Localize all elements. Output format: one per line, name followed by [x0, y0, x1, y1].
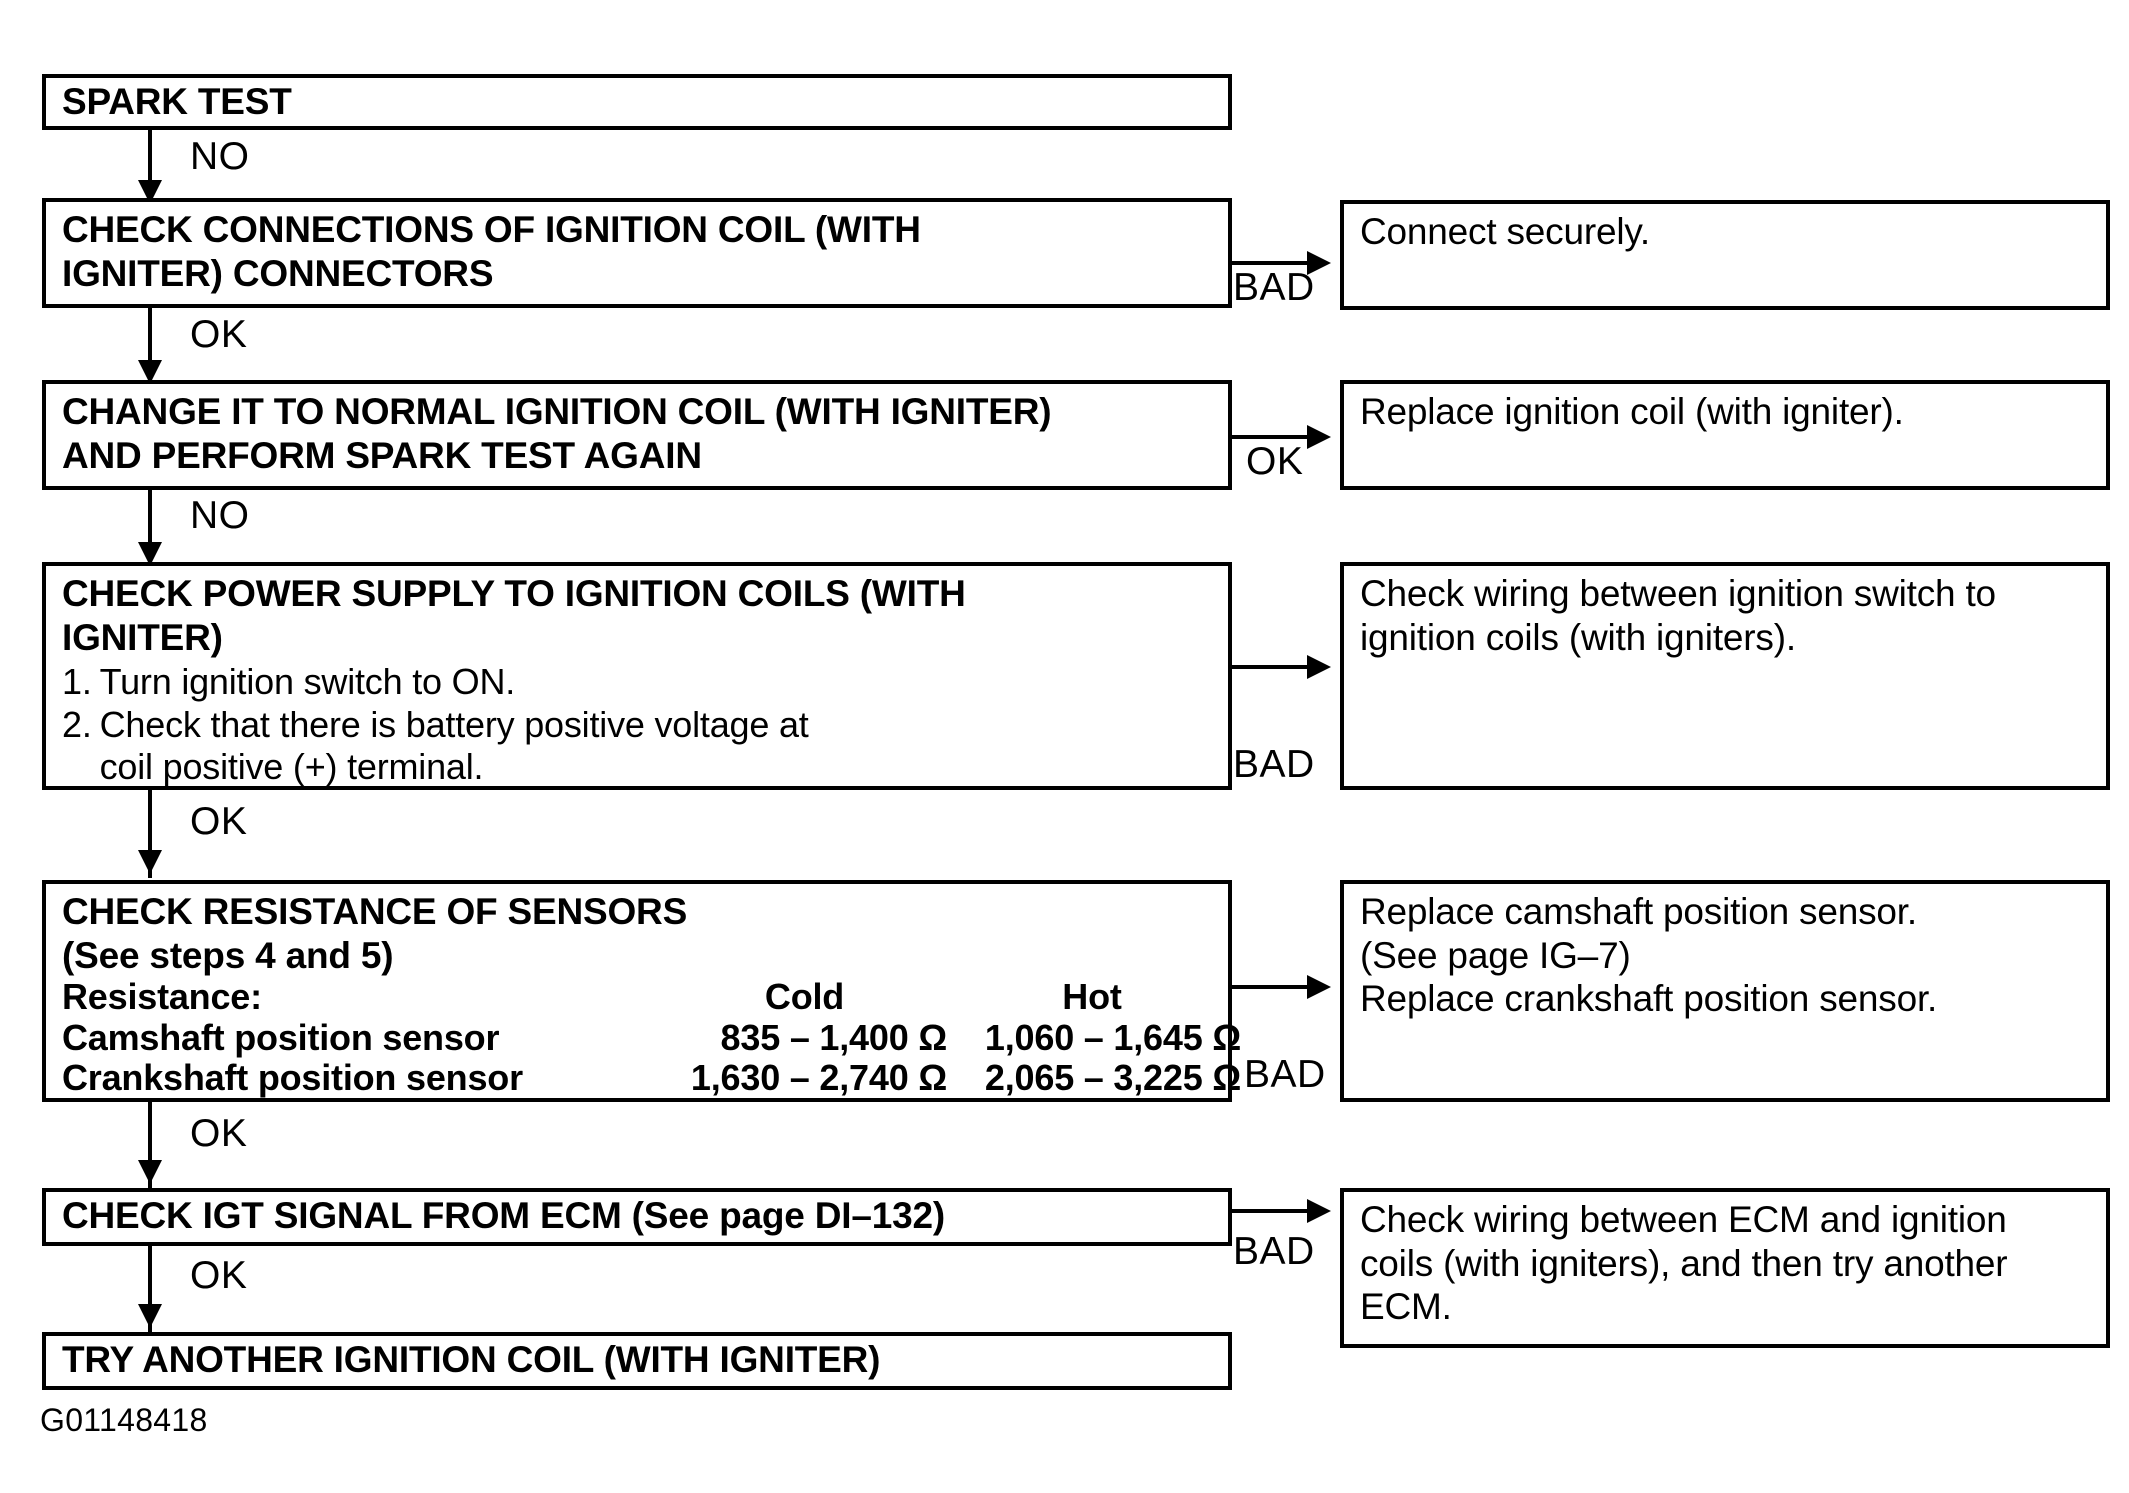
- node-check-igt: CHECK IGT SIGNAL FROM ECM (See page DI–1…: [42, 1188, 1232, 1246]
- node-spark-test: SPARK TEST: [42, 74, 1232, 130]
- connector-change-to-power: [148, 490, 152, 558]
- node-check-power: CHECK POWER SUPPLY TO IGNITION COILS (WI…: [42, 562, 1232, 790]
- arrowhead-igt-to-wiring-ecm: [1307, 1199, 1331, 1223]
- connector-power-to-wiring: [1232, 665, 1317, 669]
- node-check-power-line1: CHECK POWER SUPPLY TO IGNITION COILS (WI…: [62, 573, 966, 614]
- node-check-power-steps: 1. Turn ignition switch to ON. 2. Check …: [62, 661, 1214, 788]
- step-item: 2. Check that there is battery positive …: [62, 704, 1214, 789]
- table-cell-label: Crankshaft position sensor: [62, 1056, 523, 1098]
- node-check-connections: CHECK CONNECTIONS OF IGNITION COIL (WITH…: [42, 198, 1232, 308]
- table-cell-cold: 835 – 1,400 Ω: [720, 1016, 948, 1058]
- result-check-wiring-switch-line2: ignition coils (with igniters).: [1360, 616, 1796, 658]
- node-spark-test-title: SPARK TEST: [62, 81, 292, 122]
- node-check-igt-title: CHECK IGT SIGNAL FROM ECM (See page DI–1…: [62, 1195, 945, 1236]
- arrowhead-change-to-replace: [1307, 425, 1331, 449]
- result-check-wiring-ecm-line1: Check wiring between ECM and ignition: [1360, 1199, 2007, 1240]
- result-replace-coil: Replace ignition coil (with igniter).: [1340, 380, 2110, 490]
- arrowhead-igt-to-try-another: [138, 1304, 162, 1328]
- edge-label-igt-to-try-another: OK: [190, 1254, 248, 1297]
- table-col-hot-header: Hot: [1062, 976, 1122, 1018]
- result-connect-securely: Connect securely.: [1340, 200, 2110, 310]
- figure-code: G01148418: [40, 1402, 208, 1438]
- table-row-label-header: Resistance:: [62, 976, 262, 1018]
- edge-label-resistance-to-replace-sensors: BAD: [1244, 1053, 1326, 1096]
- edge-label-connections-to-connect: BAD: [1233, 266, 1315, 309]
- step-number: 1.: [62, 661, 92, 703]
- node-change-coil: CHANGE IT TO NORMAL IGNITION COIL (WITH …: [42, 380, 1232, 490]
- connector-igt-to-wiring-ecm: [1232, 1209, 1317, 1213]
- result-connect-securely-line1: Connect securely.: [1360, 211, 1650, 252]
- edge-label-resistance-to-igt: OK: [190, 1112, 248, 1155]
- node-check-resistance-line2: (See steps 4 and 5): [62, 934, 394, 976]
- arrowhead-connections-to-connect: [1307, 251, 1331, 275]
- table-cell-hot: 1,060 – 1,645 Ω: [984, 1016, 1241, 1058]
- result-check-wiring-switch-line1: Check wiring between ignition switch to: [1360, 573, 1996, 614]
- connector-change-to-replace: [1232, 435, 1317, 439]
- table-cell-hot: 2,065 – 3,225 Ω: [984, 1056, 1241, 1098]
- step-number: 2.: [62, 703, 92, 745]
- connector-power-to-resistance: [148, 790, 152, 878]
- node-change-coil-line1: CHANGE IT TO NORMAL IGNITION COIL (WITH …: [62, 391, 1052, 432]
- result-replace-coil-line1: Replace ignition coil (with igniter).: [1360, 391, 1904, 432]
- arrowhead-resistance-to-replace-sensors: [1307, 975, 1331, 999]
- result-check-wiring-ecm-line3: ECM.: [1360, 1286, 1452, 1328]
- resistance-spec-table: Resistance: Cold Hot Camshaft position s…: [62, 976, 1241, 1098]
- connector-resistance-to-replace-sensors: [1232, 985, 1317, 989]
- connector-connections-to-change: [148, 308, 152, 376]
- connector-igt-to-try-another: [148, 1246, 152, 1332]
- table-row: Crankshaft position sensor 1,630 – 2,740…: [62, 1056, 1241, 1098]
- arrowhead-resistance-to-igt: [138, 1160, 162, 1184]
- node-check-connections-line2: IGNITER) CONNECTORS: [62, 252, 494, 294]
- arrowhead-power-to-resistance: [138, 850, 162, 874]
- node-try-another-coil-title: TRY ANOTHER IGNITION COIL (WITH IGNITER): [62, 1339, 881, 1380]
- table-row: Camshaft position sensor 835 – 1,400 Ω 1…: [62, 1016, 1241, 1058]
- arrowhead-power-to-wiring: [1307, 655, 1331, 679]
- step-text: Turn ignition switch to ON.: [99, 661, 516, 703]
- connector-resistance-to-igt: [148, 1102, 152, 1188]
- edge-label-change-to-replace: OK: [1246, 440, 1304, 483]
- edge-label-change-to-power: NO: [190, 494, 250, 537]
- table-cell-cold: 1,630 – 2,740 Ω: [690, 1056, 947, 1098]
- result-replace-sensors-line2: (See page IG–7): [1360, 934, 1631, 976]
- result-check-wiring-ecm-line2: coils (with igniters), and then try anot…: [1360, 1242, 2008, 1284]
- result-check-wiring-switch: Check wiring between ignition switch to …: [1340, 562, 2110, 790]
- edge-label-power-to-wiring: BAD: [1233, 743, 1315, 786]
- step-text: Check that there is battery positive vol…: [99, 703, 809, 788]
- step-item: 1. Turn ignition switch to ON.: [62, 661, 1214, 703]
- edge-label-connections-to-change: OK: [190, 313, 248, 356]
- result-check-wiring-ecm: Check wiring between ECM and ignition co…: [1340, 1188, 2110, 1348]
- node-try-another-coil: TRY ANOTHER IGNITION COIL (WITH IGNITER): [42, 1332, 1232, 1390]
- node-check-resistance: CHECK RESISTANCE OF SENSORS (See steps 4…: [42, 880, 1241, 1102]
- result-replace-sensors: Replace camshaft position sensor. (See p…: [1340, 880, 2110, 1102]
- table-cell-label: Camshaft position sensor: [62, 1016, 500, 1058]
- edge-label-igt-to-wiring-ecm: BAD: [1233, 1230, 1315, 1273]
- node-check-connections-line1: CHECK CONNECTIONS OF IGNITION COIL (WITH: [62, 209, 921, 250]
- result-replace-sensors-line1: Replace camshaft position sensor.: [1360, 891, 1917, 932]
- result-replace-sensors-line3: Replace crankshaft position sensor.: [1360, 978, 1938, 1020]
- table-col-cold-header: Cold: [764, 976, 845, 1018]
- node-change-coil-line2: AND PERFORM SPARK TEST AGAIN: [62, 434, 702, 476]
- edge-label-spark-to-connections: NO: [190, 135, 250, 178]
- node-check-resistance-line1: CHECK RESISTANCE OF SENSORS: [62, 891, 688, 932]
- connector-spark-to-connections: [148, 130, 152, 192]
- table-header-row: Resistance: Cold Hot: [62, 976, 1214, 1018]
- edge-label-power-to-resistance: OK: [190, 800, 248, 843]
- node-check-power-line2: IGNITER): [62, 616, 223, 658]
- connector-connections-to-connect: [1232, 261, 1317, 265]
